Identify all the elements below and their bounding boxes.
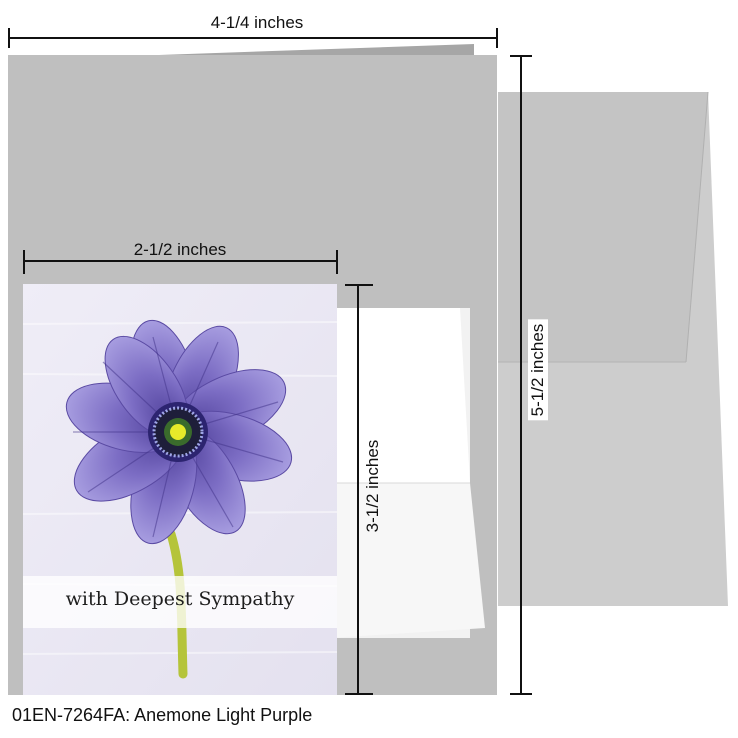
large-height-tick-bottom	[510, 693, 532, 695]
small-width-dimension-line	[23, 260, 337, 262]
envelope-flap	[498, 92, 728, 606]
large-width-tick-left	[8, 28, 10, 48]
large-width-label: 4-1/4 inches	[0, 13, 514, 33]
small-width-tick-left	[23, 250, 25, 274]
large-height-dimension-line	[520, 55, 522, 695]
small-width-label: 2-1/2 inches	[23, 240, 337, 260]
large-height-tick-top	[510, 55, 532, 57]
large-height-label: 5-1/2 inches	[528, 319, 548, 421]
small-envelope	[330, 308, 485, 638]
small-height-tick-bottom	[345, 693, 373, 695]
small-height-label: 3-1/2 inches	[363, 439, 382, 533]
large-width-dimension-line	[8, 37, 497, 39]
small-height-dimension-line	[357, 284, 359, 695]
product-caption: 01EN-7264FA: Anemone Light Purple	[12, 705, 313, 725]
large-width-text: 4-1/4 inches	[204, 13, 310, 32]
small-height-tick-top	[345, 284, 373, 286]
small-width-tick-right	[336, 250, 338, 274]
greeting-text: with Deepest Sympathy	[65, 588, 295, 610]
greeting-band	[23, 576, 337, 628]
large-width-tick-right	[496, 28, 498, 48]
anemone-illustration	[23, 284, 337, 695]
small-greeting-card	[23, 284, 337, 695]
small-width-text: 2-1/2 inches	[127, 240, 233, 259]
